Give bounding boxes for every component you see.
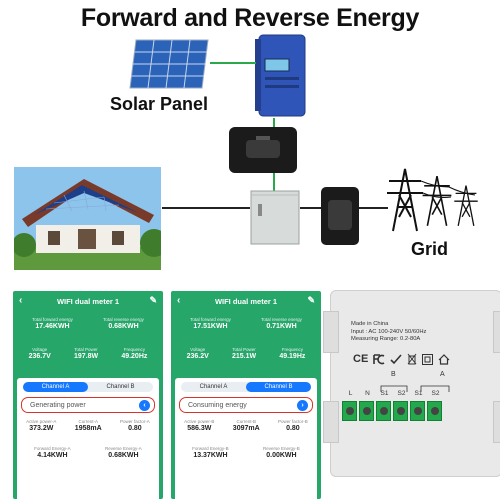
- terminal-a-s1[interactable]: [410, 401, 425, 421]
- channel-tabs: Channel A Channel B: [181, 382, 311, 392]
- ct-clamp-right: [320, 186, 360, 246]
- terminal-block: [342, 401, 442, 421]
- status-selector[interactable]: Generating power ‹: [21, 397, 155, 413]
- fcc-mark-icon: [373, 353, 385, 364]
- inverter-down-wire: [273, 118, 275, 130]
- frequency-value: 49.20Hz: [121, 353, 148, 360]
- total-forward-value: 17.51KWH: [193, 323, 228, 330]
- terminal-b-s1[interactable]: [376, 401, 391, 421]
- double-insulation-icon: [422, 353, 434, 365]
- status-text: Consuming energy: [188, 401, 247, 409]
- back-icon[interactable]: ‹: [177, 295, 181, 306]
- frequency-value: 49.19Hz: [279, 353, 306, 360]
- total-power-value: 215.1W: [231, 353, 257, 360]
- clamp-to-box-wire: [273, 172, 275, 192]
- module-ear-left-bottom: [323, 401, 339, 443]
- edit-icon[interactable]: ✎: [149, 295, 157, 305]
- back-icon[interactable]: ‹: [19, 295, 23, 306]
- channel-tabs: Channel A Channel B: [23, 382, 153, 392]
- app-header: ‹ WIFI dual meter 1 ✎: [13, 291, 163, 311]
- ce-mark-icon: CE: [353, 353, 369, 365]
- status-selector[interactable]: Consuming energy ›: [179, 397, 313, 413]
- solar-panel-label: Solar Panel: [110, 94, 209, 114]
- app-title: WIFI dual meter 1: [56, 296, 120, 306]
- phone-screen-channel-a: ‹ WIFI dual meter 1 ✎ Total forward ener…: [13, 291, 163, 499]
- voltage-value: 236.7V: [28, 353, 51, 360]
- weee-bin-icon: [407, 353, 417, 365]
- chevron-right-icon[interactable]: ›: [297, 399, 308, 411]
- module-ear-right: [493, 311, 500, 353]
- status-text: Generating power: [30, 401, 86, 409]
- panel-to-inverter-wire: [210, 62, 256, 64]
- page-title: Forward and Reverse Energy: [80, 4, 420, 32]
- total-power-value: 197.8W: [73, 353, 99, 360]
- terminal-a-s2[interactable]: [427, 401, 442, 421]
- tab-channel-a[interactable]: Channel A: [199, 384, 228, 390]
- terminal-n[interactable]: [359, 401, 374, 421]
- app-header: ‹ WIFI dual meter 1 ✎: [171, 291, 321, 311]
- house-photo: [12, 167, 168, 270]
- total-reverse-value: 0.68KWH: [108, 323, 139, 330]
- power-pylons-image: [385, 165, 485, 233]
- channel-card: Channel A Channel B Generating power ‹ A…: [17, 378, 159, 499]
- module-spec-text: Made in China Input : AC 100-240V 50/60H…: [351, 321, 427, 342]
- ct-clamp-top: [228, 126, 298, 174]
- terminal-b-s2[interactable]: [393, 401, 408, 421]
- tab-channel-a[interactable]: Channel A: [23, 382, 88, 392]
- tab-channel-b[interactable]: Channel B: [246, 382, 311, 392]
- tab-channel-b[interactable]: Channel B: [106, 384, 135, 390]
- total-reverse-value: 0.71KWH: [266, 323, 297, 330]
- voltage-value: 236.2V: [186, 353, 209, 360]
- rohs-check-icon: [390, 353, 402, 364]
- total-forward-value: 17.46KWH: [35, 323, 70, 330]
- meter-module: Made in China Input : AC 100-240V 50/60H…: [323, 290, 500, 477]
- inverter-image: [255, 33, 309, 118]
- indoor-house-icon: [438, 353, 450, 365]
- house-to-box-wire: [162, 207, 250, 209]
- terminal-labels: L N S1 S2 S1 S2: [348, 390, 440, 397]
- channel-card: Channel A Channel B Consuming energy › A…: [175, 378, 317, 499]
- group-b-label: B: [391, 371, 396, 378]
- electrical-box: [250, 190, 300, 245]
- app-title: WIFI dual meter 1: [214, 296, 278, 306]
- chevron-left-icon[interactable]: ‹: [139, 399, 150, 411]
- module-ear-left: [323, 311, 339, 353]
- terminal-bracket-lines: [371, 379, 471, 392]
- group-a-label: A: [440, 371, 445, 378]
- grid-label: Grid: [411, 239, 449, 259]
- edit-icon[interactable]: ✎: [307, 295, 315, 305]
- module-ear-right-bottom: [493, 401, 500, 443]
- terminal-l[interactable]: [342, 401, 357, 421]
- phone-screen-channel-b: ‹ WIFI dual meter 1 ✎ Total forward ener…: [171, 291, 321, 499]
- certification-icons: CE: [353, 353, 450, 365]
- solar-panel-image: [128, 38, 210, 90]
